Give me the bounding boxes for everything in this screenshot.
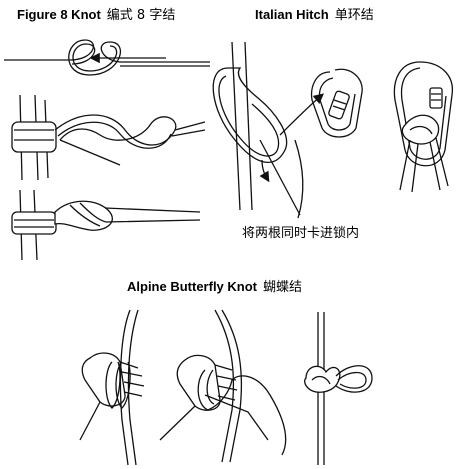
figure8-step3-illustration xyxy=(11,189,201,261)
carabiner-icon xyxy=(310,68,363,138)
figure8-title-zh: 编式 8 字结 xyxy=(106,8,176,23)
figure8-title: Figure 8 Knot 编式 8 字结 xyxy=(17,4,175,24)
italian-finished-illustration xyxy=(393,61,453,193)
butterfly-title-en: Alpine Butterfly Knot xyxy=(127,279,257,294)
butterfly-title-zh: 蝴蝶结 xyxy=(263,280,303,295)
italian-title: Italian Hitch 单环结 xyxy=(255,4,374,24)
figure8-title-en: Figure 8 Knot xyxy=(17,7,101,22)
butterfly-step1-illustration xyxy=(79,309,145,466)
italian-note: 将两根同时卡进锁内 xyxy=(242,226,360,241)
butterfly-finished-illustration xyxy=(304,312,373,465)
butterfly-title: Alpine Butterfly Knot 蝴蝶结 xyxy=(127,276,302,296)
butterfly-step2-illustration xyxy=(159,309,287,463)
italian-title-en: Italian Hitch xyxy=(255,7,329,22)
figure8-step1-illustration xyxy=(4,39,210,76)
italian-rope-illustration xyxy=(212,41,324,219)
figure8-step2-illustration xyxy=(11,94,206,181)
italian-title-zh: 单环结 xyxy=(334,8,374,23)
